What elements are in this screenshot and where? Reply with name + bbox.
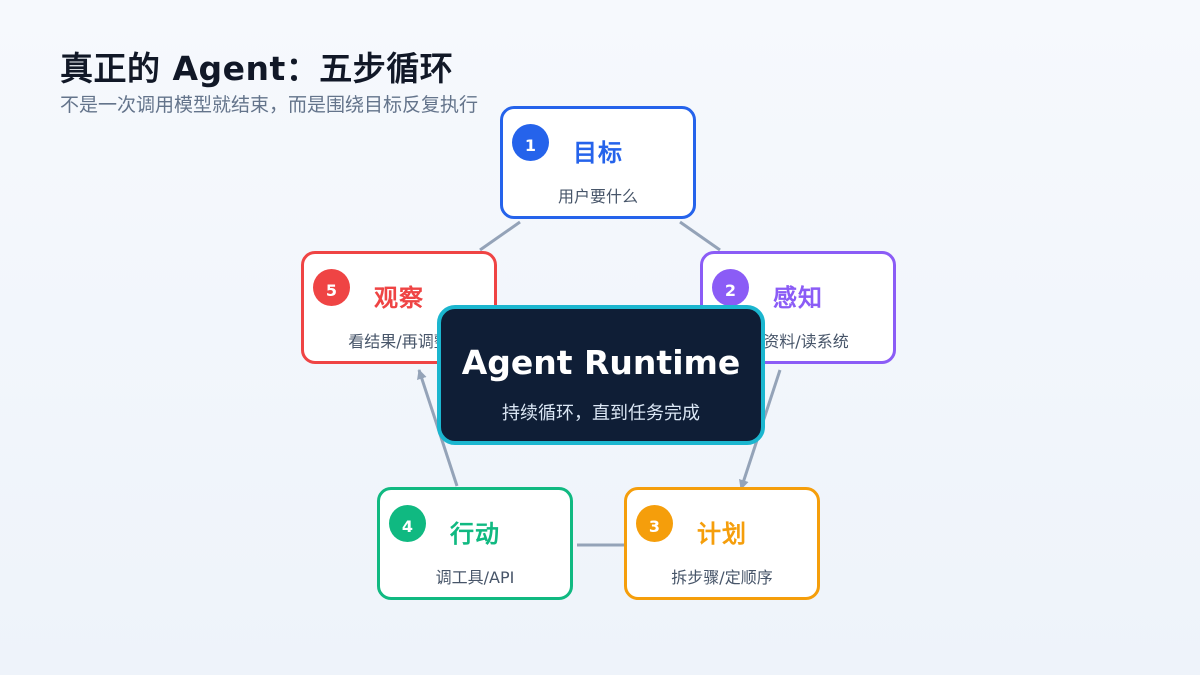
step-card-act: 4 行动 调工具/API [377, 487, 573, 600]
step-description: 拆步骤/定顺序 [671, 568, 773, 587]
step-title: 计划 [697, 520, 747, 548]
step-description: 查资料/读系统 [747, 332, 849, 351]
step-title: 感知 [773, 284, 823, 312]
step-card-plan: 3 计划 拆步骤/定顺序 [624, 487, 820, 600]
step-title: 观察 [374, 284, 424, 312]
core-title: Agent Runtime [461, 343, 741, 382]
step-description: 调工具/API [435, 568, 515, 587]
agent-runtime-core: Agent Runtime 持续循环，直到任务完成 [437, 305, 765, 445]
core-subtitle: 持续循环，直到任务完成 [502, 403, 700, 424]
step-number-badge: 5 [313, 269, 350, 306]
connector-observe-goal [479, 220, 521, 252]
page-subtitle: 不是一次调用模型就结束，而是围绕目标反复执行 [60, 94, 479, 116]
step-number-badge: 2 [712, 269, 749, 306]
step-title: 目标 [573, 139, 623, 167]
step-number-badge: 3 [636, 505, 673, 542]
step-number-badge: 1 [512, 124, 549, 161]
page-title: 真正的 Agent：五步循环 [60, 49, 454, 88]
step-description: 看结果/再调整 [348, 332, 450, 351]
connector-goal-perceive [679, 220, 721, 252]
step-card-goal: 1 目标 用户要什么 [500, 106, 696, 219]
step-number-badge: 4 [389, 505, 426, 542]
step-title: 行动 [450, 520, 500, 548]
step-description: 用户要什么 [557, 187, 638, 206]
